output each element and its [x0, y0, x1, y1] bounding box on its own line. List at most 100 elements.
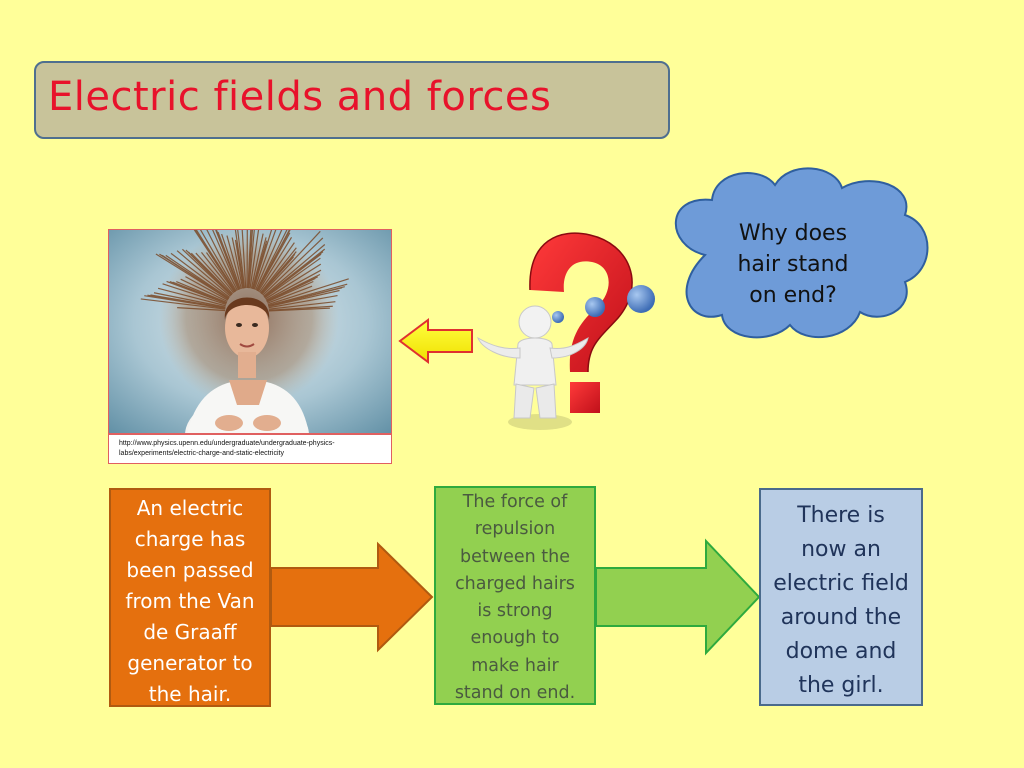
hair-strand [155, 253, 229, 300]
hair-strand [266, 280, 314, 303]
hair-strand [263, 253, 322, 298]
hair-strand [248, 230, 255, 289]
hair-strand [195, 252, 234, 295]
hair-strand [268, 289, 340, 308]
hair-strand [161, 254, 230, 300]
hair-strand [262, 237, 324, 296]
box-line: the girl. [798, 673, 884, 698]
hair-strand [241, 230, 247, 289]
hair-strand [259, 247, 297, 294]
hair-strand [258, 242, 295, 293]
hair-strand [170, 252, 230, 298]
hair-strand [201, 252, 235, 294]
photo-illustration [109, 230, 391, 433]
result-box: There is now an electric field around th… [759, 488, 923, 706]
hair-strand [185, 276, 229, 301]
cause-box: An electric charge has been passed from … [109, 488, 271, 707]
hair-strand [268, 307, 330, 312]
hair-strand [199, 230, 237, 292]
slide-title: Electric fields and forces [48, 74, 552, 120]
hair-strand [140, 298, 226, 310]
hair-strand [265, 263, 322, 300]
box-line: is strong [477, 601, 553, 622]
box-line: between the [460, 546, 570, 567]
hair-strand [268, 287, 343, 307]
photo-caption: http://www.physics.upenn.edu/undergradua… [108, 434, 392, 464]
box-line: around the [780, 605, 902, 630]
hair-strand [234, 230, 245, 289]
hair-strand [251, 237, 267, 289]
hair-strand [268, 294, 338, 309]
person-shrug-icon [477, 305, 589, 430]
hair-strand [268, 301, 336, 310]
hair-strand [180, 278, 228, 302]
question-mark-icon [529, 232, 655, 413]
cloud-question: Why does hair stand on end? [718, 218, 868, 311]
hair-strand [265, 269, 322, 301]
hair-strand [267, 285, 313, 304]
hair-strand [266, 277, 316, 302]
hair-strand [237, 230, 246, 289]
photo-hair-standing [108, 229, 392, 434]
hair-strand [176, 281, 228, 304]
hair-strand [267, 278, 349, 306]
box-line: from the Van [125, 589, 255, 613]
hair-strand [205, 252, 236, 293]
hair-strand [212, 230, 240, 291]
box-line: dome and [785, 639, 897, 664]
hair-strand [206, 230, 238, 291]
hair-strand [176, 250, 231, 297]
hair-strand [263, 244, 326, 297]
hair-strand [257, 236, 293, 292]
box-line: The force of [462, 492, 568, 512]
box-line: generator to [127, 651, 253, 675]
hair-strand [190, 252, 233, 295]
hair-strand [231, 237, 244, 289]
hair-strand [182, 248, 232, 296]
hair-strand [256, 230, 288, 291]
cloud-line: on end? [749, 283, 837, 308]
box-line: repulsion [474, 519, 556, 540]
hair-strand [252, 230, 273, 290]
hair-strand [172, 281, 227, 304]
box-line: make hair [471, 655, 559, 676]
hair-strand [264, 257, 321, 299]
box-line: electric field [773, 571, 909, 596]
hair-strand [256, 232, 291, 292]
left-arrow-icon [398, 318, 473, 364]
hair-strand [261, 230, 321, 295]
cloud-line: Why does [738, 221, 848, 246]
hair-strand [260, 256, 294, 295]
hair-strand [253, 230, 277, 290]
box-line: charge has [134, 527, 246, 551]
box-line: stand on end. [454, 683, 576, 704]
force-box: The force of repulsion between the charg… [434, 486, 596, 705]
hair-strand [247, 230, 254, 289]
cloud-line: hair stand [737, 252, 849, 277]
hair-strand [255, 230, 283, 291]
box-line: de Graaff [143, 620, 237, 644]
hair-strand [157, 287, 226, 307]
hair-strand [217, 231, 241, 290]
box-line: An electric [136, 496, 244, 520]
box-line: now an [801, 537, 881, 562]
box-line: the hair. [148, 682, 232, 706]
hair-strand [165, 254, 230, 299]
green-flow-arrow-icon [595, 538, 761, 656]
box-line: enough to [470, 628, 560, 649]
hair-strand [268, 283, 348, 307]
hair-strand [226, 235, 242, 289]
title-banner [34, 61, 670, 139]
hair-strand [153, 292, 226, 308]
box-line: charged hairs [455, 573, 575, 594]
hair-strand [162, 283, 227, 305]
hair-strand [268, 305, 333, 311]
box-line: been passed [126, 558, 254, 582]
box-line: There is [797, 503, 885, 528]
hair-strand [249, 230, 260, 289]
orange-flow-arrow-icon [270, 541, 434, 653]
hair-strand [150, 294, 226, 309]
hair-strand [177, 307, 226, 312]
hair-strand [221, 233, 241, 290]
hair-strand [195, 230, 236, 292]
